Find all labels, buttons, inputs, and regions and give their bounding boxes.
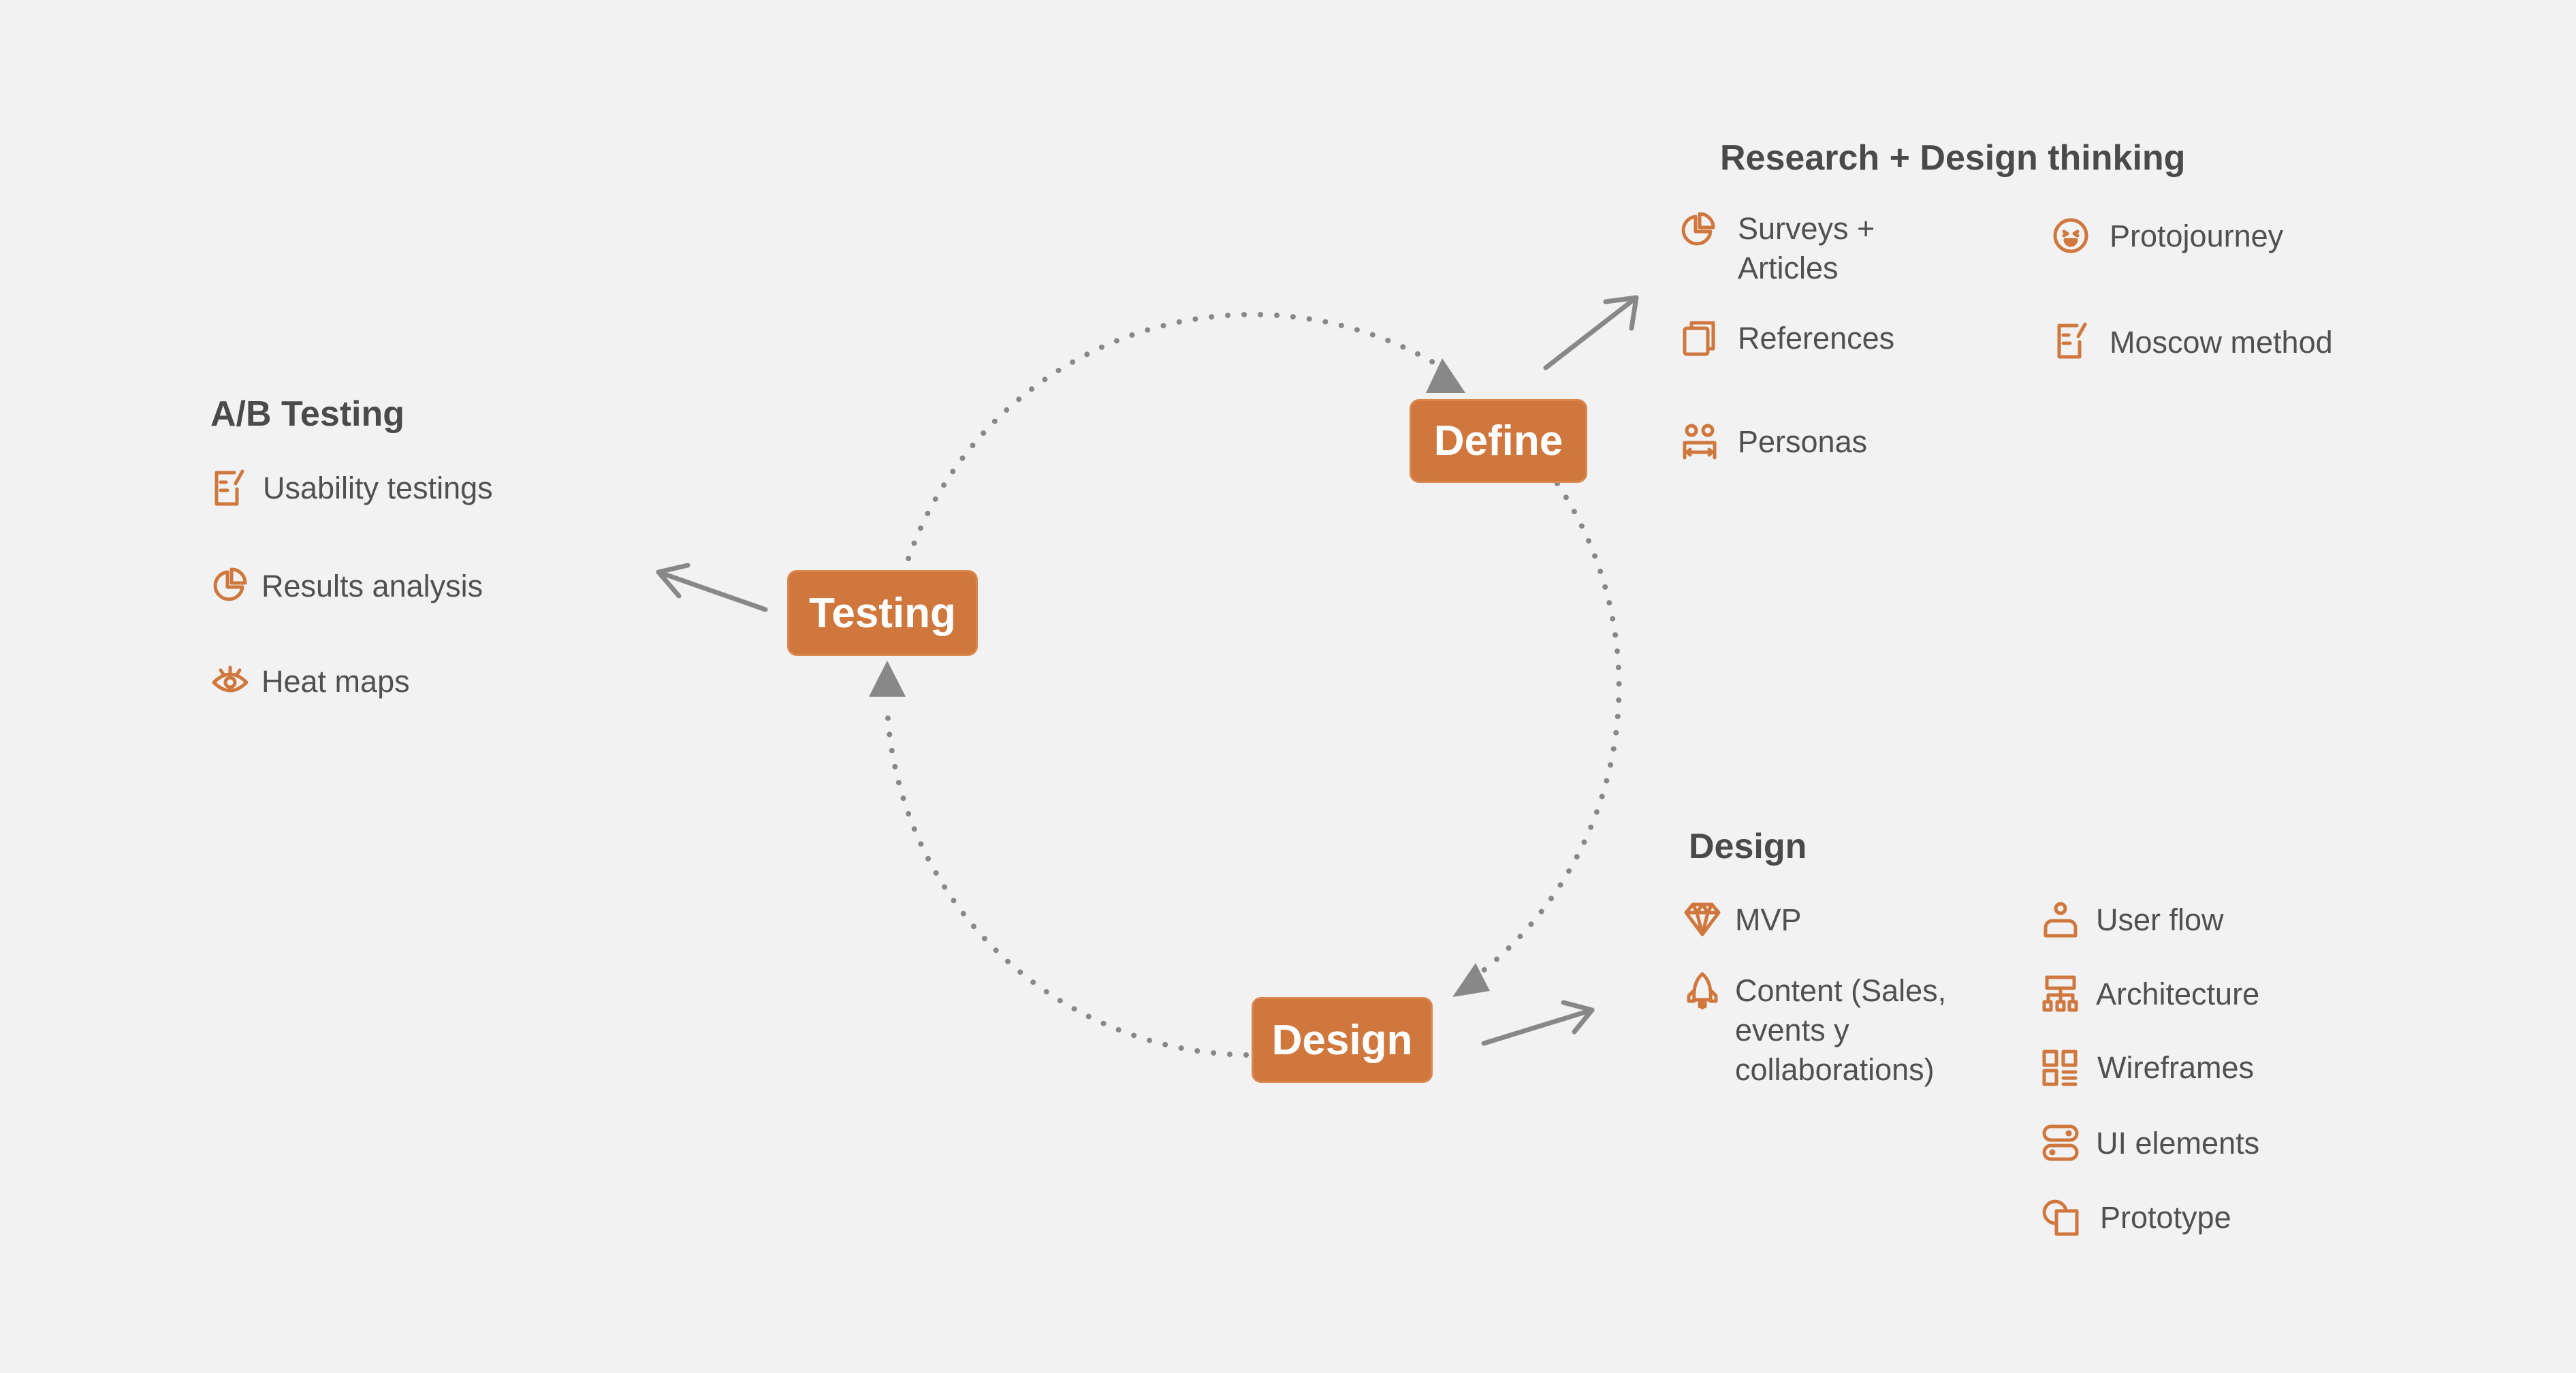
- research-item-references: References: [1738, 321, 1895, 356]
- eye-icon: [211, 662, 249, 700]
- arrowhead-design: [1452, 963, 1490, 997]
- layout-icon: [2041, 1049, 2080, 1087]
- design-item-architecture: Architecture: [2096, 977, 2260, 1011]
- item-label: events y: [1735, 1013, 1849, 1047]
- design-item-ui-elements: UI elements: [2096, 1126, 2260, 1161]
- item-label: collaborations): [1735, 1052, 1935, 1087]
- stage-define[interactable]: Define: [1410, 399, 1587, 483]
- arrowhead-testing: [869, 661, 906, 697]
- research-heading: Research + Design thinking: [1720, 138, 2186, 178]
- sitemap-icon: [2041, 975, 2080, 1013]
- research-item-personas: Personas: [1738, 424, 1868, 459]
- pie-chart-icon: [211, 567, 249, 605]
- design-heading: Design: [1689, 827, 1807, 866]
- design-item-userflow: User flow: [2096, 902, 2224, 937]
- stage-testing[interactable]: Testing: [787, 570, 978, 656]
- research-item-surveys: Surveys + Articles: [1738, 209, 1875, 288]
- research-item-protojourney: Protojourney: [2110, 219, 2284, 253]
- design-item-mvp: MVP: [1735, 902, 1802, 937]
- arrow-design-to-design-list: [1481, 1000, 1595, 1046]
- shapes-icon: [2041, 1199, 2080, 1237]
- stage-design[interactable]: Design: [1252, 997, 1433, 1083]
- face-icon: [2052, 217, 2090, 255]
- users-icon: [1681, 422, 1719, 460]
- ab-testing-heading: A/B Testing: [210, 394, 405, 434]
- edit-note-icon: [2054, 321, 2092, 360]
- dotted-arc-testing-to-define: [906, 311, 1440, 561]
- dotted-arc-design-to-testing: [885, 706, 1249, 1058]
- design-item-content: Content (Sales, events y collaborations): [1735, 971, 1946, 1090]
- design-item-wireframes: Wireframes: [2097, 1050, 2255, 1085]
- copy-icon: [1681, 319, 1719, 357]
- toggle-icon: [2041, 1124, 2080, 1162]
- user-icon: [2041, 900, 2080, 938]
- ab-item-results: Results analysis: [261, 569, 483, 603]
- ab-item-usability: Usability testings: [263, 471, 493, 505]
- edit-note-icon: [211, 469, 249, 507]
- arrow-define-to-research: [1543, 295, 1639, 370]
- diamond-icon: [1683, 900, 1721, 938]
- item-label: Articles: [1738, 251, 1839, 285]
- research-item-moscow: Moscow method: [2110, 325, 2333, 360]
- rocket-icon: [1683, 971, 1721, 1010]
- design-item-prototype: Prototype: [2100, 1200, 2231, 1235]
- pie-chart-icon: [1679, 211, 1717, 249]
- arrow-testing-to-ab: [656, 563, 768, 612]
- item-label: Content (Sales,: [1735, 973, 1947, 1008]
- ab-item-heatmaps: Heat maps: [261, 664, 410, 699]
- item-label: Surveys +: [1738, 211, 1875, 246]
- arrowhead-define: [1426, 358, 1465, 393]
- dotted-arc-define-to-design: [1467, 481, 1622, 983]
